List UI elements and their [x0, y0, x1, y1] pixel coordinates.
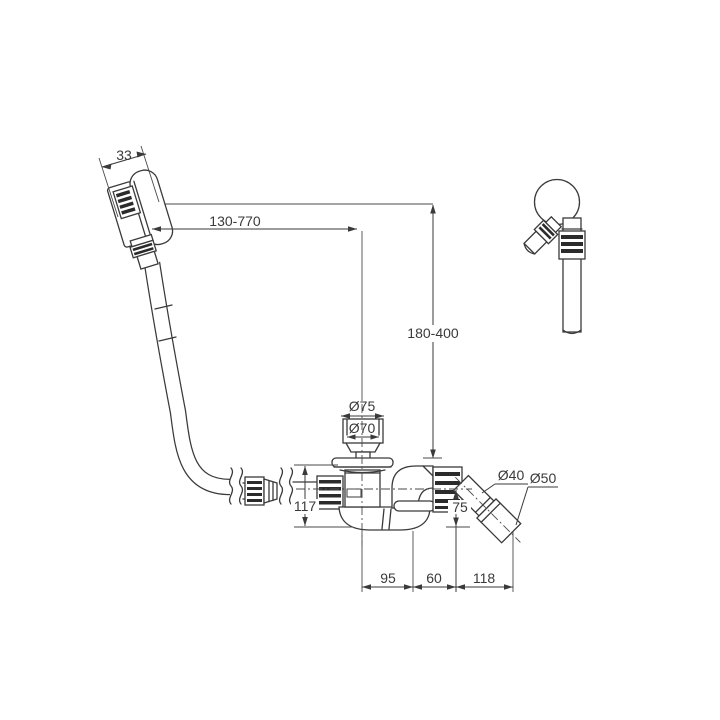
dim-label-plug-inner: Ø70 [349, 420, 376, 436]
overflow-tail [136, 250, 159, 270]
dimension-33 [98, 145, 160, 218]
overflow-head [106, 169, 174, 270]
waste-flange [331, 457, 394, 468]
dim-label-span-a: 95 [380, 570, 396, 586]
pipe-break-symbol [278, 467, 284, 505]
dim-label-outlet-height: 75 [452, 499, 468, 515]
overflow-side-view [523, 178, 586, 335]
dim-label-span-b: 60 [426, 570, 442, 586]
hose-sleeve-seam [154, 304, 173, 310]
pipe-break-symbol [228, 467, 234, 505]
dim-label-outlet-small-dia: Ø40 [498, 467, 525, 483]
dimension-bottom-chain [361, 531, 514, 592]
angled-outlet-pipe [452, 474, 522, 544]
dim-label-span-c: 118 [473, 570, 496, 586]
dim-label-trap-height: 117 [294, 498, 317, 514]
dimension-117 [294, 464, 353, 528]
dimension-d75 [341, 413, 384, 419]
waste-trap-assembly [331, 418, 463, 531]
dimension-labels: 33 130-770 180-400 Ø75 Ø70 117 75 Ø40 Ø5… [116, 147, 556, 586]
dimension-d40-d50-leaders [481, 483, 558, 526]
trap-inlet-collar [393, 500, 436, 512]
pipe-break-symbol [288, 467, 294, 505]
dimension-d70 [347, 434, 379, 440]
side-hose-connector [523, 215, 563, 255]
dim-label-outlet-large-dia: Ø50 [530, 470, 557, 486]
outlet-elbow [391, 465, 434, 509]
dim-label-plug-outer: Ø75 [349, 398, 376, 414]
hose-to-trap-connection [228, 466, 344, 510]
pipe-break-symbol [238, 467, 244, 505]
hose-taper-fitting [263, 478, 278, 504]
dim-label-height-range: 180-400 [407, 325, 459, 341]
dim-label-overflow-depth: 33 [116, 147, 132, 163]
hose-sleeve-seam [158, 336, 177, 342]
waste-plug [342, 418, 384, 444]
overflow-hose [143, 261, 231, 496]
dimension-130-770 [152, 203, 433, 401]
dim-label-hose-length: 130-770 [209, 213, 261, 229]
